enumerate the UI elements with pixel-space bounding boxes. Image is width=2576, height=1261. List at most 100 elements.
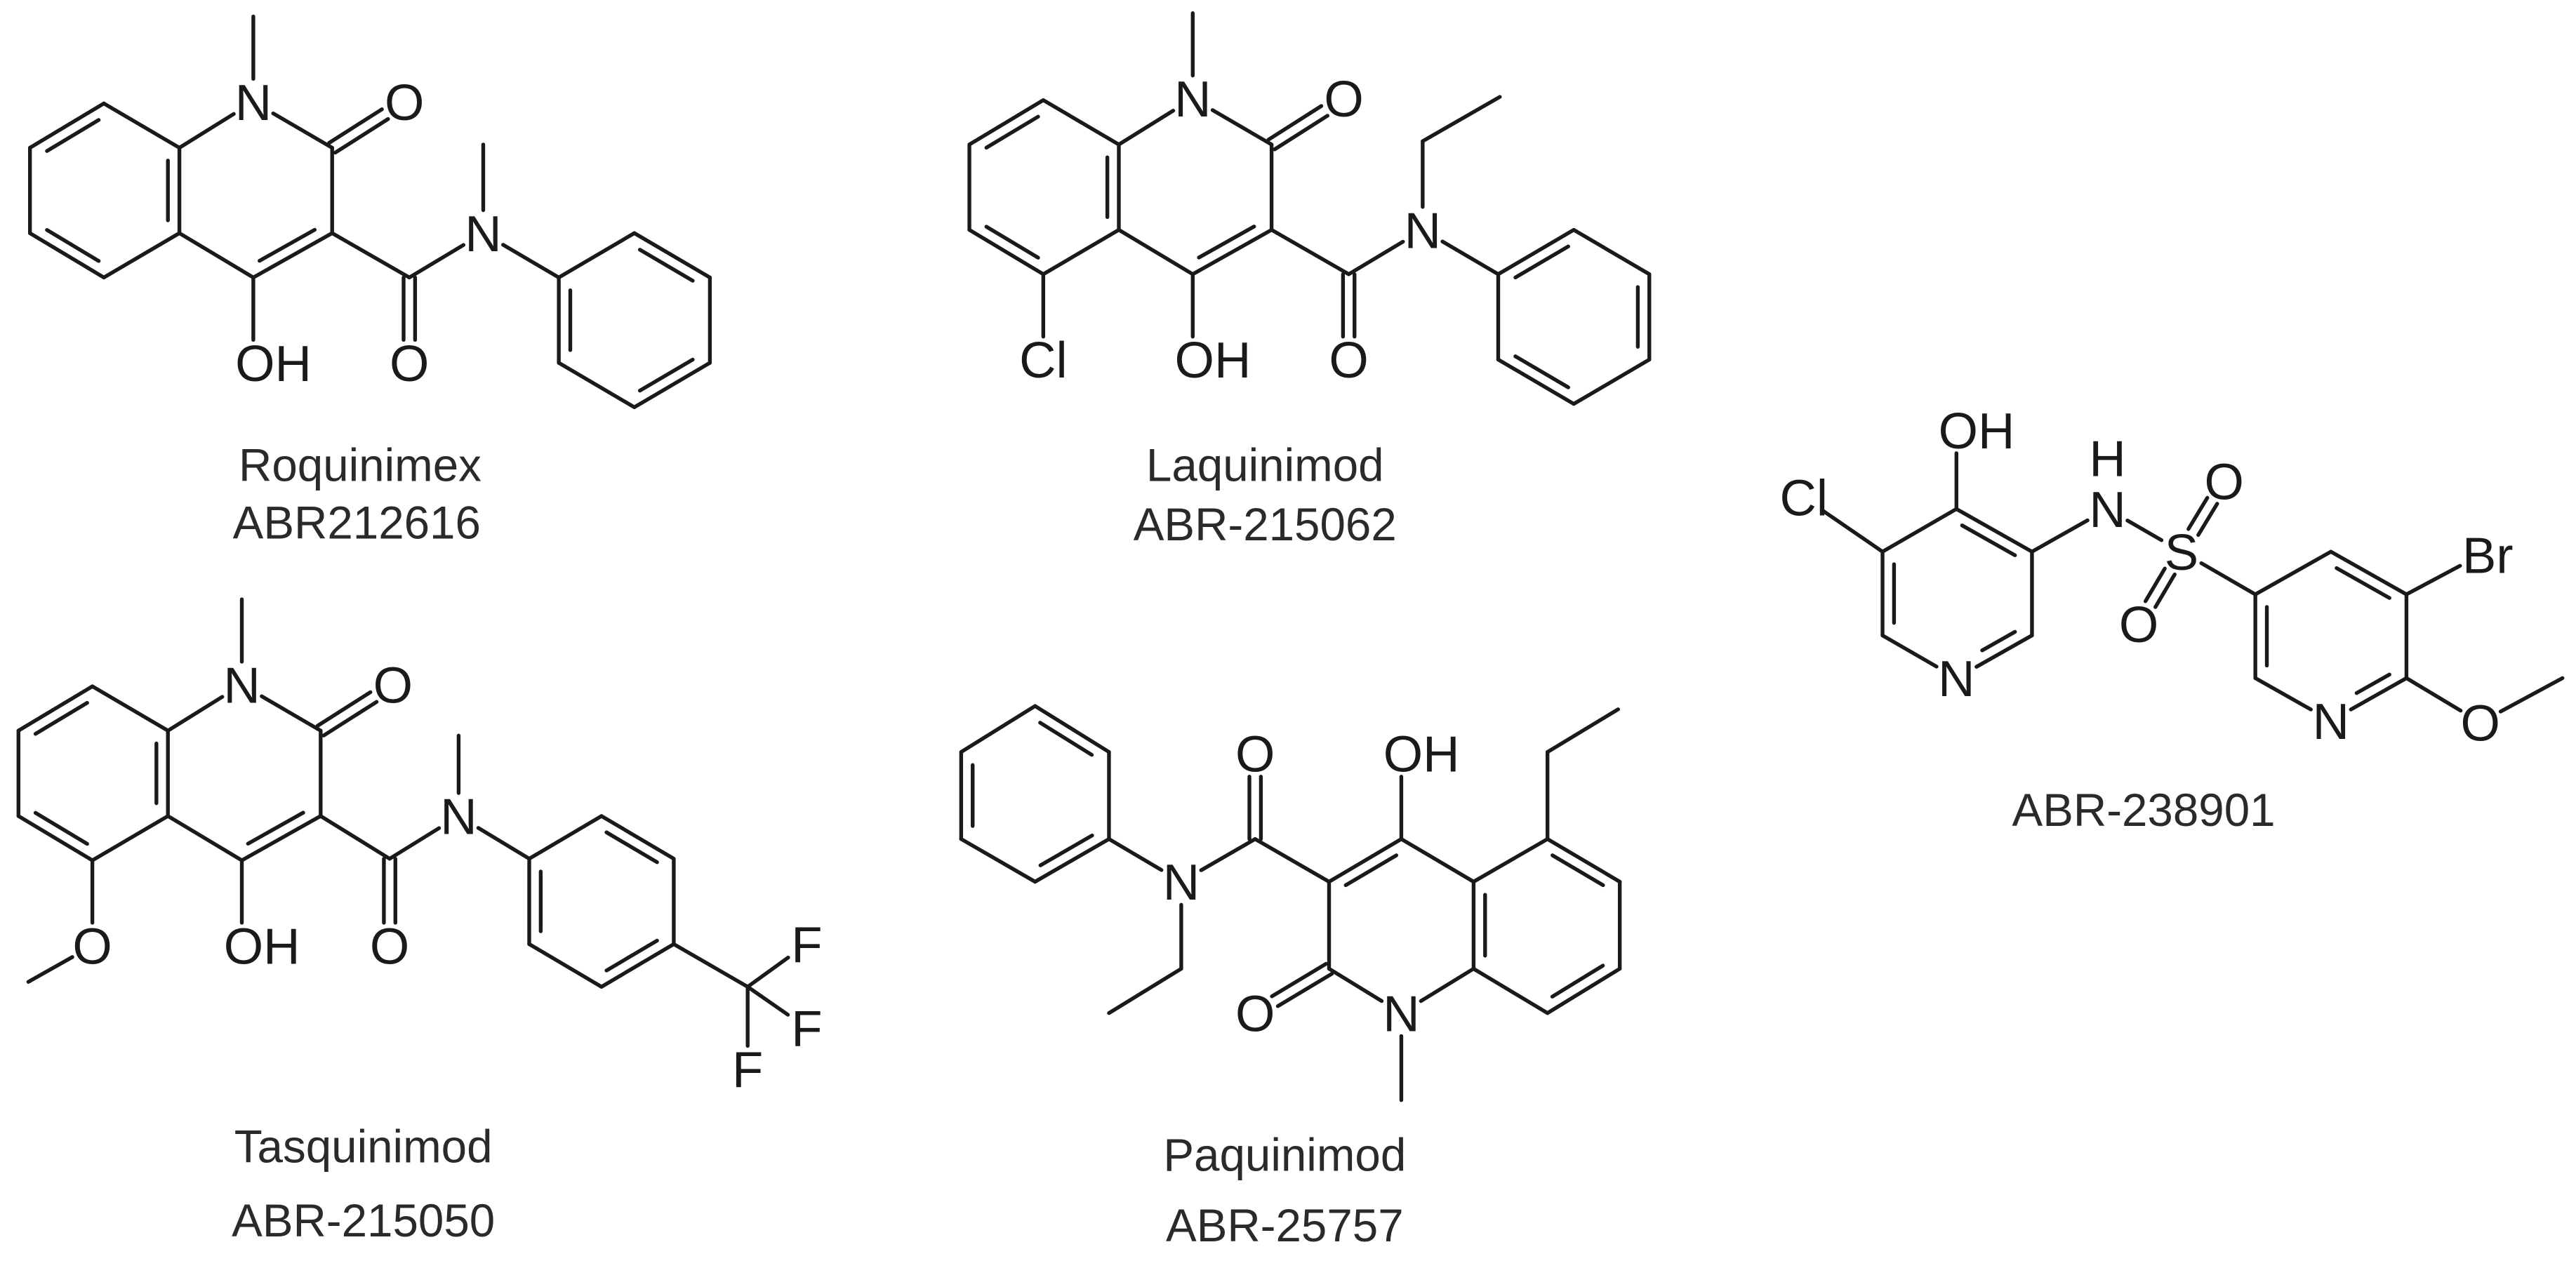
molecule-name: Paquinimod bbox=[1163, 1129, 1406, 1180]
bond bbox=[1107, 836, 1164, 872]
atom-label: F bbox=[732, 1041, 763, 1098]
bond bbox=[2335, 566, 2391, 600]
bond bbox=[271, 111, 334, 150]
bond bbox=[2354, 672, 2391, 695]
atom-label: O bbox=[1329, 332, 1368, 389]
bond bbox=[1033, 704, 1111, 754]
bond bbox=[1980, 629, 2017, 653]
atom-label: OH bbox=[1939, 403, 2015, 460]
atom-label: S bbox=[2165, 524, 2198, 581]
bond bbox=[1041, 227, 1121, 276]
bond bbox=[2404, 563, 2462, 596]
bond bbox=[166, 695, 225, 733]
bond bbox=[251, 231, 334, 280]
atom-label: Cl bbox=[1019, 332, 1067, 389]
bond bbox=[27, 101, 106, 150]
bond bbox=[1399, 836, 1476, 884]
bond bbox=[330, 231, 411, 280]
bond bbox=[527, 814, 604, 861]
atom-label: O bbox=[2119, 596, 2158, 653]
atom-label: O bbox=[373, 657, 413, 714]
bond bbox=[1107, 966, 1183, 1015]
bond bbox=[1253, 836, 1332, 884]
atom-label: N bbox=[235, 74, 272, 131]
bond bbox=[90, 684, 170, 733]
molecule-code: ABR-215050 bbox=[232, 1195, 495, 1246]
atom-label: F bbox=[791, 1000, 822, 1057]
bond bbox=[315, 690, 373, 728]
bond bbox=[476, 826, 531, 861]
bond bbox=[1190, 227, 1274, 276]
bond bbox=[1269, 227, 1351, 276]
atom-label: O bbox=[1324, 71, 1363, 128]
bond bbox=[321, 700, 379, 738]
atom-label: O bbox=[72, 918, 112, 975]
bond bbox=[177, 112, 236, 150]
bond bbox=[959, 836, 1037, 884]
bond bbox=[1440, 239, 1501, 276]
bond bbox=[33, 810, 89, 846]
bond bbox=[959, 704, 1037, 754]
molecule-name: Tasquinimod bbox=[234, 1121, 493, 1173]
bond bbox=[967, 227, 1046, 276]
molecule-name: Laquinimod bbox=[1146, 440, 1384, 491]
bond bbox=[1551, 853, 1605, 888]
bond bbox=[327, 107, 384, 145]
bond bbox=[177, 231, 255, 280]
bond bbox=[333, 116, 390, 155]
bond bbox=[632, 361, 712, 409]
bond bbox=[45, 118, 101, 153]
bond bbox=[1270, 961, 1328, 999]
bond bbox=[2186, 495, 2210, 531]
bond bbox=[967, 98, 1046, 147]
bond bbox=[637, 357, 695, 393]
bond bbox=[319, 814, 392, 861]
bond bbox=[2143, 566, 2167, 603]
bond bbox=[501, 243, 561, 280]
bond bbox=[599, 942, 676, 989]
bond bbox=[2199, 561, 2257, 596]
bond bbox=[27, 231, 106, 280]
molecule-code: ABR-25757 bbox=[1166, 1200, 1404, 1251]
molecule-code: ABR-215062 bbox=[1134, 499, 1397, 550]
atom-label: F bbox=[791, 916, 822, 973]
bond bbox=[1496, 227, 1576, 276]
bond bbox=[2030, 518, 2090, 554]
bond bbox=[984, 225, 1040, 260]
bond bbox=[1343, 853, 1399, 888]
bond bbox=[2404, 676, 2463, 713]
bond bbox=[1546, 707, 1620, 754]
atom-label: O bbox=[2461, 695, 2500, 752]
bond bbox=[604, 830, 659, 865]
bond bbox=[1572, 227, 1652, 276]
atom-label: N bbox=[1163, 854, 1200, 911]
bond bbox=[1041, 98, 1121, 147]
bond bbox=[260, 694, 323, 733]
bond bbox=[1210, 108, 1274, 147]
bond bbox=[16, 814, 95, 862]
bond bbox=[632, 231, 712, 280]
bond bbox=[557, 361, 637, 409]
bond bbox=[604, 938, 659, 973]
bond bbox=[1346, 239, 1405, 276]
bond bbox=[745, 985, 790, 1017]
bond bbox=[2329, 549, 2409, 596]
bond bbox=[1117, 227, 1195, 276]
bond bbox=[407, 243, 466, 280]
bond bbox=[2498, 676, 2565, 714]
molecule-code: ABR-238901 bbox=[2012, 785, 2276, 836]
molecule-code: ABR212616 bbox=[233, 497, 481, 548]
bond bbox=[2196, 502, 2219, 538]
atom-label: N bbox=[223, 657, 260, 714]
bond bbox=[984, 114, 1040, 150]
bond bbox=[1199, 836, 1257, 872]
bond bbox=[239, 814, 323, 862]
bond bbox=[1513, 354, 1570, 389]
bond bbox=[1974, 633, 2034, 669]
atom-label: N bbox=[465, 206, 501, 262]
